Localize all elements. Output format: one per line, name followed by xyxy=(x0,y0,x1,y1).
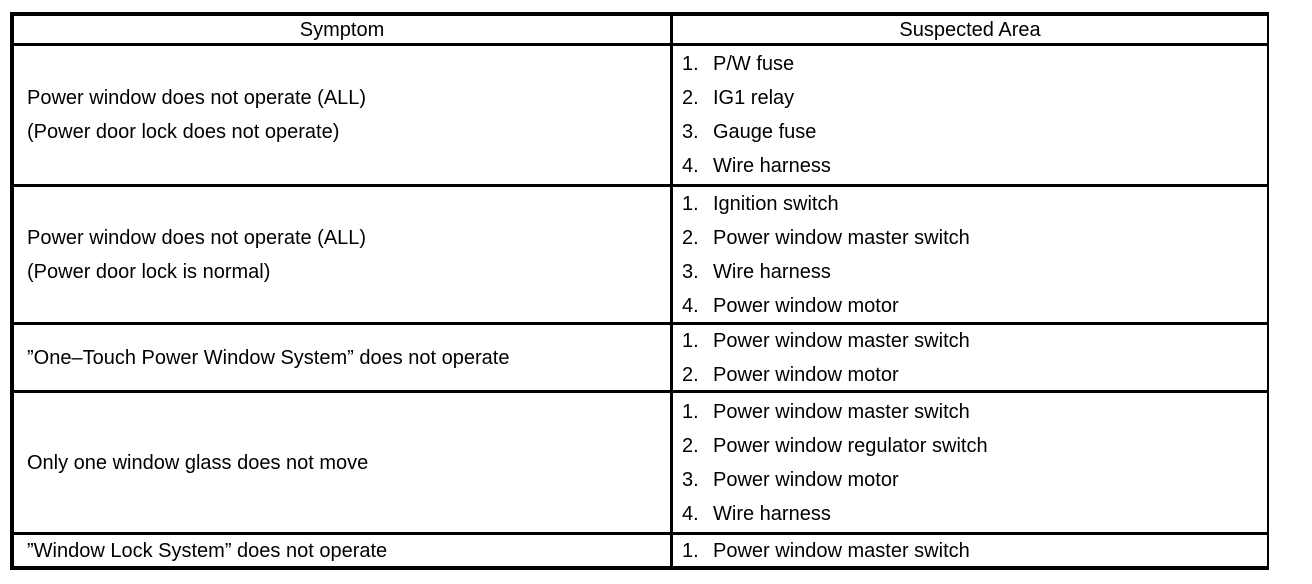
item-label: Power window motor xyxy=(713,294,899,317)
troubleshooting-table: Symptom Suspected Area Power window does… xyxy=(10,12,1269,570)
symptom-cell: Power window does not operate (ALL) (Pow… xyxy=(14,187,673,322)
item-label: P/W fuse xyxy=(713,53,795,75)
suspected-area-item: 4. Wire harness xyxy=(682,497,1261,531)
item-label: Wire harness xyxy=(713,502,831,525)
item-number: 2. xyxy=(682,226,699,249)
item-label: Power window master switch xyxy=(713,226,970,249)
symptom-line: (Power door lock is normal) xyxy=(27,260,271,283)
suspected-area-item: 4. Power window motor xyxy=(682,289,1261,323)
item-number: 2. xyxy=(682,363,699,386)
item-label: Wire harness xyxy=(713,260,831,283)
table-header-row: Symptom Suspected Area xyxy=(14,16,1267,43)
item-label: Ignition switch xyxy=(713,192,839,215)
symptom-line: Power window does not operate (ALL) xyxy=(27,226,367,249)
item-label: Power window regulator switch xyxy=(713,434,988,457)
item-number: 4. xyxy=(682,502,699,525)
table-row: Only one window glass does not move 1. P… xyxy=(14,390,1267,532)
column-header-suspected-area: Suspected Area xyxy=(673,16,1267,43)
symptom-line: Only one window glass does not move xyxy=(27,451,369,474)
column-header-symptom-label: Symptom xyxy=(299,18,385,41)
suspected-area-cell: 1. Power window master switch 2. Power w… xyxy=(673,325,1267,390)
suspected-area-item: 4. Wire harness xyxy=(682,149,1261,183)
table-row: ”Window Lock System” does not operate 1.… xyxy=(14,532,1267,566)
item-number: 1. xyxy=(682,192,699,215)
symptom-cell: ”Window Lock System” does not operate xyxy=(14,535,673,566)
suspected-area-cell: 1. Power window master switch xyxy=(673,535,1267,566)
suspected-area-item: 3. Power window motor xyxy=(682,463,1261,497)
suspected-area-cell: 1. Ignition switch 2. Power window maste… xyxy=(673,187,1267,322)
symptom-cell: ”One–Touch Power Window System” does not… xyxy=(14,325,673,390)
item-number: 1. xyxy=(682,400,699,423)
item-label: Power window motor xyxy=(713,468,899,491)
suspected-area-item: 1. Power window master switch xyxy=(682,395,1261,429)
item-number: 1. xyxy=(682,329,699,352)
table-row: ”One–Touch Power Window System” does not… xyxy=(14,322,1267,390)
suspected-area-cell: 1. Power window master switch 2. Power w… xyxy=(673,393,1267,532)
column-header-suspected-area-label: Suspected Area xyxy=(899,18,1041,41)
suspected-area-item: 3. Wire harness xyxy=(682,255,1261,289)
suspected-area-item: 2. Power window master switch xyxy=(682,221,1261,255)
item-label: Power window master switch xyxy=(713,329,970,352)
symptom-cell: Only one window glass does not move xyxy=(14,393,673,532)
symptom-line: ”One–Touch Power Window System” does not… xyxy=(27,346,510,369)
suspected-area-item: 2. IG1 relay xyxy=(682,81,1261,115)
item-number: 2. xyxy=(682,434,699,457)
item-number: 3. xyxy=(682,121,699,143)
item-number: 1. xyxy=(682,539,699,562)
item-label: IG1 relay xyxy=(713,87,795,109)
suspected-area-item: 1. Ignition switch xyxy=(682,187,1261,221)
item-number: 3. xyxy=(682,260,699,283)
suspected-area-item: 1. Power window master switch xyxy=(682,324,1261,358)
item-label: Power window master switch xyxy=(713,539,970,562)
item-label: Wire harness xyxy=(713,155,831,177)
symptom-cell: Power window does not operate (ALL) (Pow… xyxy=(14,46,673,184)
suspected-area-item: 1. Power window master switch xyxy=(682,534,1261,568)
item-number: 3. xyxy=(682,468,699,491)
suspected-area-item: 1. P/W fuse xyxy=(682,47,1261,81)
item-number: 4. xyxy=(682,294,699,317)
item-number: 1. xyxy=(682,53,699,75)
column-header-symptom: Symptom xyxy=(14,16,673,43)
symptom-line: ”Window Lock System” does not operate xyxy=(27,539,388,562)
item-label: Power window motor xyxy=(713,363,899,386)
suspected-area-item: 2. Power window regulator switch xyxy=(682,429,1261,463)
item-label: Power window master switch xyxy=(713,400,970,423)
suspected-area-cell: 1. P/W fuse 2. IG1 relay 3. Gauge fuse 4… xyxy=(673,46,1267,184)
item-label: Gauge fuse xyxy=(713,121,817,143)
symptom-line: (Power door lock does not operate) xyxy=(27,121,340,143)
table-row: Power window does not operate (ALL) (Pow… xyxy=(14,43,1267,184)
suspected-area-item: 2. Power window motor xyxy=(682,358,1261,392)
symptom-line: Power window does not operate (ALL) xyxy=(27,87,367,109)
table-row: Power window does not operate (ALL) (Pow… xyxy=(14,184,1267,322)
item-number: 4. xyxy=(682,155,699,177)
item-number: 2. xyxy=(682,87,699,109)
suspected-area-item: 3. Gauge fuse xyxy=(682,115,1261,149)
